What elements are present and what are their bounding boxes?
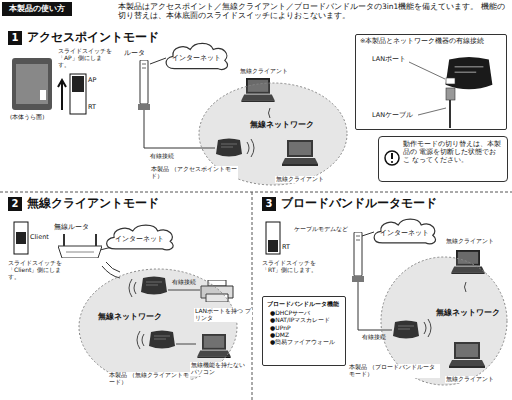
part-label: LANポート [372,56,406,63]
note-label: 無線機能を持たない パソコン [190,362,248,376]
node-label: インターネット [380,229,429,237]
note-label: ケーブルモデムなど [294,226,348,233]
feature-item: ●DHCPサーバ [267,309,341,316]
part-label: AP [88,77,96,84]
note-box: 動作モードの切り替えは、本製品の 電源を切断した状態でおこ なってください。 [378,136,508,182]
note-label: 有線接続 [150,153,174,160]
node-label: 無線ネットワーク [98,312,162,322]
text-holder: 無線ネットワーク [98,312,162,322]
wire [362,232,374,236]
node-label: 動作モードの切り替えは、本製品の 電源を切断した状態でおこ なってください。 [403,141,503,164]
wireless-router-icon [58,234,102,258]
note-label: 有線接続 [172,279,196,286]
note-label: 本製品 （無線クライアントモード） [108,372,190,386]
part-label: RT [88,104,96,111]
lan-port [446,78,455,84]
note-icon [385,151,399,165]
mode-heading: アクセスポイントモード [27,31,159,45]
lan-plug [446,88,455,100]
note-label: 無線クライアント [445,376,495,383]
text-holder: ブロードバンドルータ機能 ●DHCPサーバ●NAT/IPマスカレード●UPnP●D… [263,297,345,348]
wire [150,58,166,64]
device-back-panel [16,64,48,104]
node-label: インターネット [115,235,164,243]
leader-line [409,62,445,79]
node-label: ブロードバンドルータ機能 [267,300,341,307]
node-label: 無線ネットワーク [250,120,314,130]
mode-number: 3 [262,197,276,211]
part-label: Client [30,234,49,241]
device-back [12,58,52,110]
note-label: 本製品はアクセスポイント／無線クライアント／ブロードバンドルータの3in1機能を… [118,3,510,20]
modem-icon [352,232,364,282]
cloud-shape [107,225,174,249]
separator-line [0,192,512,193]
text-holder: 動作モードの切り替えは、本製品の 電源を切断した状態でおこ なってください。 [379,137,507,168]
note-label: LANケーブル [372,112,413,119]
heading-label: 本製品の使い方 [2,2,72,16]
router-icon [138,60,150,110]
mode-number: 1 [8,31,22,45]
switch-slider [268,240,278,252]
note-label: スライドスイッチを「Client」側にします。 [8,260,68,281]
text-holder: インターネット [368,216,440,248]
note-label: 無線クライアント [446,238,494,245]
note-label: スライドスイッチを「RT」側にします。 [262,260,322,274]
node-label: インターネット [172,54,221,62]
internet-cloud: インターネット [100,222,178,254]
wave-arcs [102,262,120,278]
note-label: スライドスイッチを「AP」側にします。 [58,48,112,69]
part-label: 無線ルータ [54,224,89,231]
feature-item: ●NAT/IPマスカレード [267,316,341,323]
node-label: ※本製品とネットワーク機器の有線接続 [360,38,502,46]
info-box: ブロードバンドルータ機能 ●DHCPサーバ●NAT/IPマスカレード●UPnP●D… [262,296,346,366]
feature-item: ●DMZ [267,331,341,338]
feature-item: ●簡易ファイアウォール [267,338,341,345]
switch-slider [16,232,26,244]
note-label: 本製品 （アクセスポイントモード） [150,166,238,180]
note-label: 無線クライアント [240,68,288,75]
text-holder: インターネット [100,222,178,254]
arrow-up [58,80,66,110]
part-label: RT [282,244,290,251]
note-label: 本製品 （ブロードバンドルータモード） [348,364,440,378]
note-icon [391,153,393,159]
internet-cloud: インターネット [160,40,232,74]
separator-line [252,192,253,400]
switch-spot [40,90,46,100]
switch-frame [14,222,28,254]
text-holder: ※本製品とネットワーク機器の有線接続 [356,35,506,49]
text-holder: インターネット [160,40,232,74]
node-label: 無線ネットワーク [436,308,500,318]
internet-cloud: インターネット [368,216,440,248]
mode-number: 2 [8,197,22,211]
part-label: ルータ [124,50,145,57]
product-icon [446,57,493,89]
cloud-shape [166,43,227,69]
text-holder: 無線ネットワーク [436,308,500,318]
text-holder: 2 無線クライアントモード [8,197,159,211]
switch-frame [266,222,280,254]
note-label: (本体うら面) [10,114,44,120]
note-label: 無線クライアント [275,176,325,183]
note-icon [391,161,393,163]
mode-heading: ブロードバンドルータモード [281,197,437,211]
text-holder: 無線ネットワーク [250,120,314,130]
lan-cable [449,100,451,128]
switch-slider [72,76,84,92]
note-label: LANポートを持つ プリンタ [194,308,252,322]
cloud-shape [374,219,435,243]
switch-frame [70,74,86,114]
leader-line [418,108,446,115]
feature-item: ●UPnP [267,324,341,331]
note-label: 有線接続 [362,334,386,341]
text-holder: 3 ブロードバンドルータモード [262,197,437,211]
mode-heading: 無線クライアントモード [27,197,159,211]
text-holder: 1 アクセスポイントモード [8,31,159,45]
